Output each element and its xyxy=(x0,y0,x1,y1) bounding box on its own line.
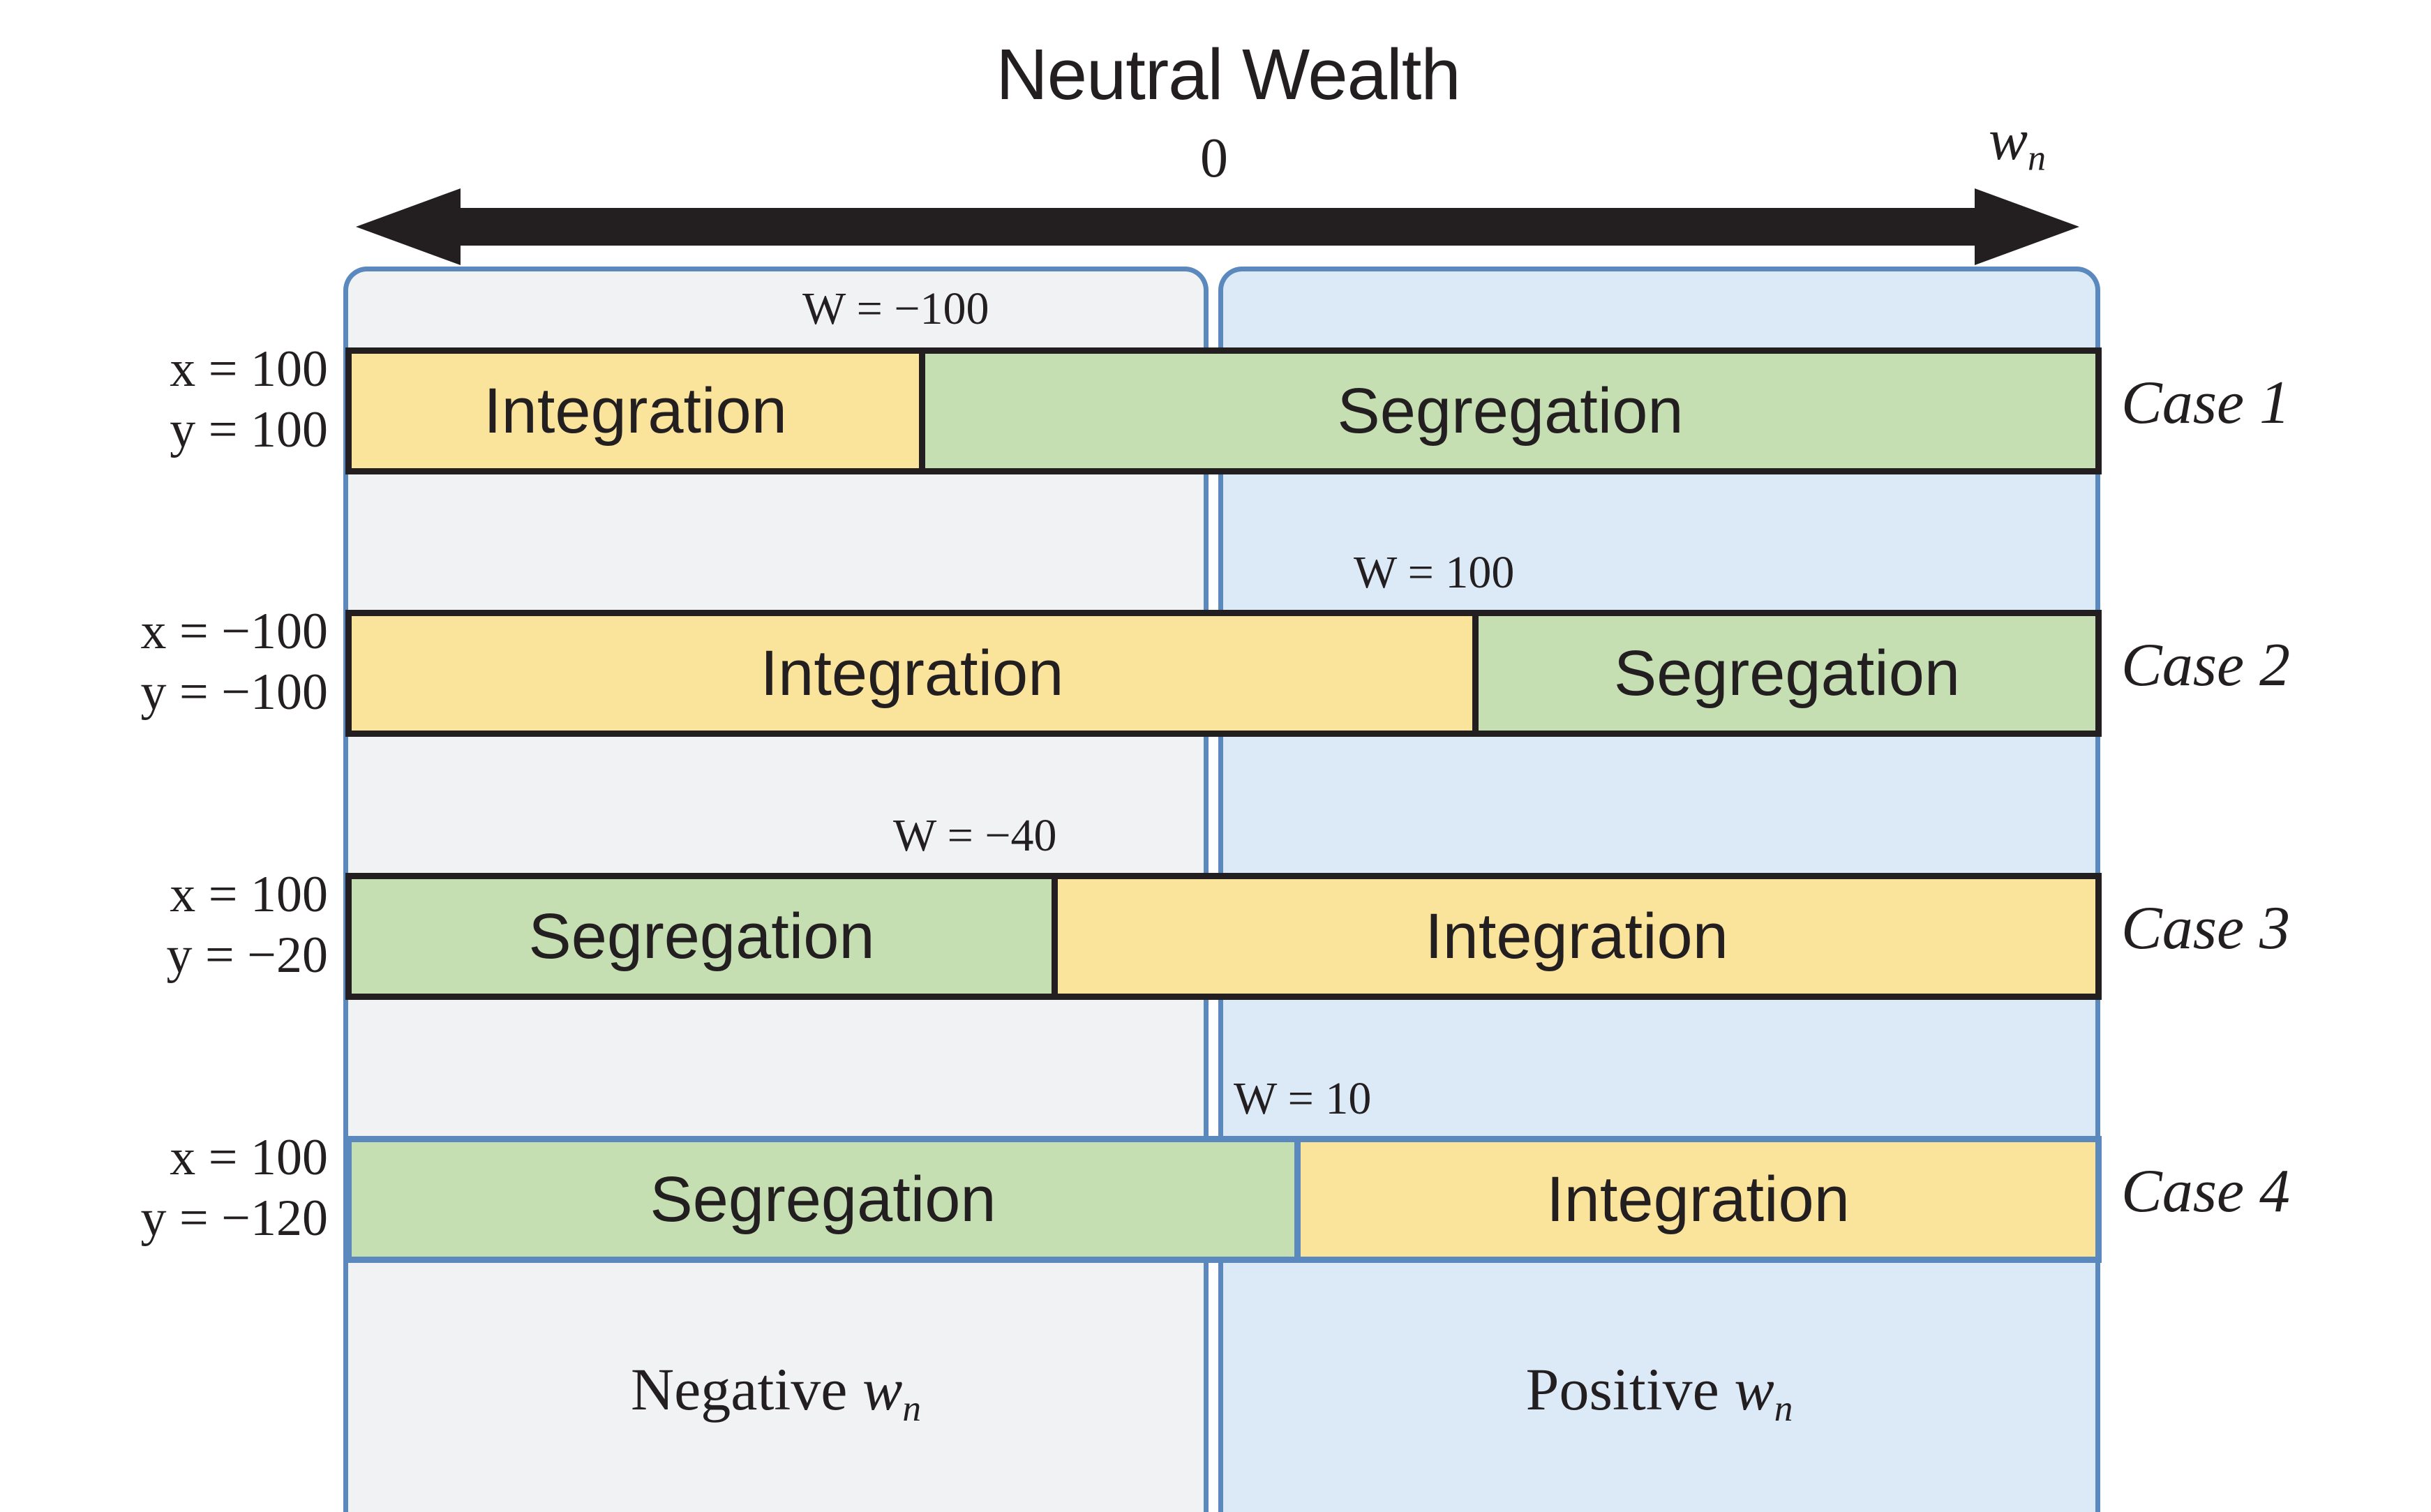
case-4-segment-segregation[interactable]: Segregation xyxy=(352,1142,1301,1257)
chart-header: Neutral Wealth 0 wn xyxy=(0,0,2431,272)
case-3-name: Case 3 xyxy=(2121,895,2290,962)
case-4-w-threshold-label: W = 10 xyxy=(1234,1073,1372,1124)
panel-positive-label-text: Positive xyxy=(1525,1356,1735,1423)
page-title: Neutral Wealth xyxy=(996,34,1460,114)
panel-negative-label-var: w xyxy=(862,1356,903,1423)
case-4-segment-integration[interactable]: Integration xyxy=(1301,1142,2095,1257)
case-1-segment-segregation[interactable]: Segregation xyxy=(925,354,2095,468)
case-1-y-label: y = 100 xyxy=(170,401,328,459)
case-3-segment-integration[interactable]: Integration xyxy=(1058,879,2095,994)
panel-negative-label-text: Negative xyxy=(631,1356,862,1423)
case-2-y-label: y = −100 xyxy=(140,664,328,721)
case-3-y-label: y = −20 xyxy=(166,927,328,985)
case-2-x-label: x = −100 xyxy=(140,603,328,660)
case-2-segment-segregation[interactable]: Segregation xyxy=(1479,616,2095,731)
case-1-w-threshold-label: W = −100 xyxy=(802,283,989,334)
axis-variable-base: w xyxy=(1989,107,2028,172)
case-2-bar[interactable]: Integration Segregation xyxy=(345,610,2102,737)
case-4-bar[interactable]: Segregation Integration xyxy=(345,1136,2102,1263)
case-1-parameters: x = 100 y = 100 xyxy=(49,339,328,461)
case-2-name: Case 2 xyxy=(2121,631,2290,699)
case-3-bar[interactable]: Segregation Integration xyxy=(345,873,2102,1000)
case-1-bar[interactable]: Integration Segregation xyxy=(345,347,2102,474)
panel-positive-label: Positive wn xyxy=(1223,1354,2095,1430)
case-4-name: Case 4 xyxy=(2121,1158,2290,1225)
case-3-w-threshold-label: W = −40 xyxy=(893,810,1057,861)
case-1-x-label: x = 100 xyxy=(170,340,328,398)
case-3-segment-segregation[interactable]: Segregation xyxy=(352,879,1058,994)
axis-variable-subscript: n xyxy=(2028,138,2047,179)
case-1-segment-integration[interactable]: Integration xyxy=(352,354,925,468)
double-headed-arrow-icon xyxy=(356,188,2079,265)
case-3-parameters: x = 100 y = −20 xyxy=(49,864,328,987)
axis-zero-tick: 0 xyxy=(1200,128,1228,189)
case-4-y-label: y = −120 xyxy=(140,1190,328,1248)
axis-variable-label: wn xyxy=(1989,106,2046,179)
panel-positive-label-sub: n xyxy=(1774,1387,1793,1429)
panel-positive-label-var: w xyxy=(1734,1356,1774,1423)
case-2-segment-integration[interactable]: Integration xyxy=(352,616,1479,731)
case-3-x-label: x = 100 xyxy=(170,866,328,923)
case-4-x-label: x = 100 xyxy=(170,1129,328,1186)
case-2-w-threshold-label: W = 100 xyxy=(1354,547,1515,598)
case-2-parameters: x = −100 y = −100 xyxy=(49,601,328,724)
case-1-name: Case 1 xyxy=(2121,369,2290,437)
panel-negative-label-sub: n xyxy=(902,1387,921,1429)
case-4-parameters: x = 100 y = −120 xyxy=(49,1128,328,1250)
panel-negative-label: Negative wn xyxy=(348,1354,1204,1430)
